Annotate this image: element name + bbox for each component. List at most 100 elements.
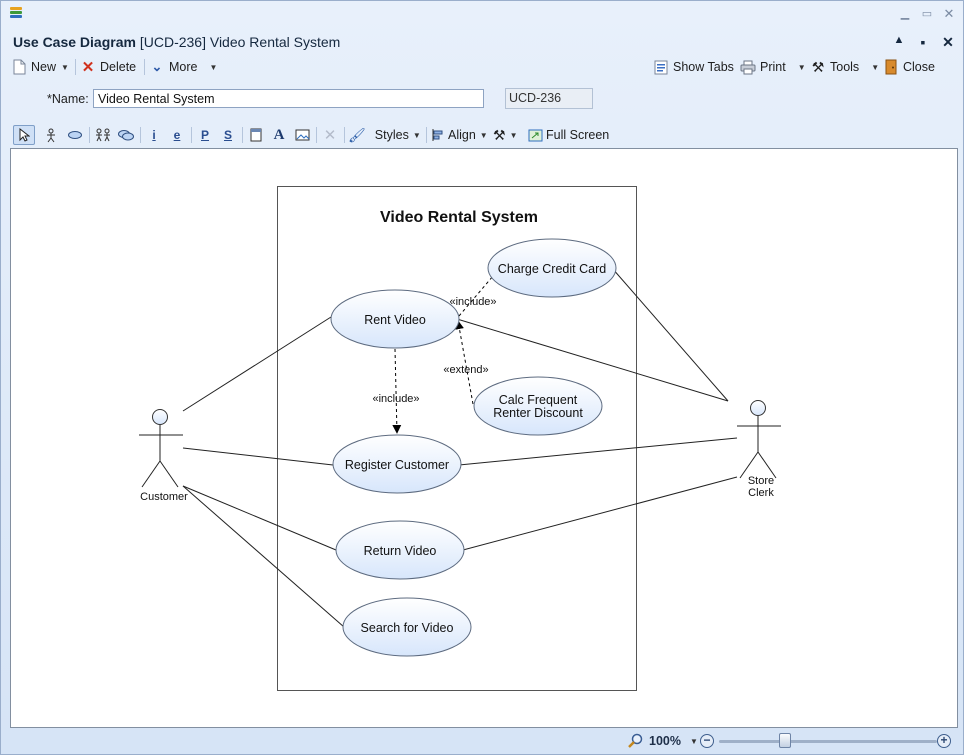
use-case-register-customer[interactable]: Register Customer	[332, 434, 462, 494]
use-case-return-video[interactable]: Return Video	[335, 520, 465, 580]
door-icon	[883, 59, 899, 75]
association-line[interactable]	[462, 476, 738, 551]
actor-body	[139, 425, 183, 488]
use-case-search-for-video[interactable]: Search for Video	[342, 597, 472, 657]
zoom-out-icon[interactable]: −	[700, 734, 714, 748]
show-tabs-icon	[653, 59, 669, 75]
use-case-label: Register Customer	[345, 458, 449, 472]
full-screen-button[interactable]: Full Screen	[528, 125, 609, 145]
extend-arrow[interactable]	[455, 320, 474, 405]
separator	[242, 127, 243, 143]
actor-head	[750, 400, 766, 416]
actor-generalization-tool[interactable]	[93, 125, 113, 145]
actor-tool[interactable]	[41, 125, 61, 145]
association-line[interactable]	[458, 437, 738, 466]
delete-shape-tool[interactable]: ✕	[320, 125, 340, 145]
brush-icon: 🖌	[348, 126, 366, 143]
delete-button[interactable]: ✕ Delete	[80, 57, 136, 77]
note-tool[interactable]	[246, 125, 266, 145]
extend-tool[interactable]: e	[167, 125, 187, 145]
tools-button[interactable]: ⚒ Tools▼	[810, 57, 879, 77]
use-case-shape	[487, 238, 617, 298]
use-case-label-line1: Calc Frequent	[499, 393, 578, 407]
actor-store-clerk[interactable]: Store Clerk	[737, 400, 781, 500]
use-case-charge-credit-card[interactable]: Charge Credit Card	[487, 238, 617, 298]
zoom-slider-track[interactable]	[719, 740, 937, 743]
extend-icon: e	[173, 128, 181, 142]
use-case-shape	[473, 376, 603, 436]
use-case-diagram: Video Rental System «include» «extend» «…	[139, 186, 781, 691]
tools-label: Tools	[830, 60, 860, 74]
association-line[interactable]	[611, 267, 729, 402]
ellipse-icon	[68, 131, 82, 139]
zoom-slider-thumb[interactable]	[779, 733, 791, 748]
align-label: Align	[448, 128, 476, 142]
text-tool[interactable]: A	[269, 125, 289, 145]
use-case-rent-video[interactable]: Rent Video	[330, 289, 460, 349]
actors-icon	[96, 128, 110, 141]
align-button[interactable]: Align▼	[431, 125, 488, 145]
diagram-toolbar: i e P S A ✕ 🖌 Styles▼ Align▼ ⚒▼ Full Scr…	[11, 123, 955, 147]
include-arrow[interactable]	[458, 268, 500, 317]
separator	[426, 127, 427, 143]
zoom-in-icon[interactable]: +	[937, 734, 951, 748]
restore-icon[interactable]: ▪	[920, 34, 926, 50]
name-label: *Name:	[47, 92, 89, 106]
association-line[interactable]	[182, 485, 345, 628]
diagram-canvas[interactable]: Video Rental System «include» «extend» «…	[10, 148, 958, 728]
system-title: Video Rental System	[380, 209, 538, 226]
association-line[interactable]	[182, 485, 337, 551]
actor-label-line1: Store	[748, 475, 774, 487]
use-case-shape	[342, 597, 472, 657]
include-arrow[interactable]	[392, 348, 402, 434]
pointer-tool[interactable]	[13, 125, 35, 145]
close-window-icon[interactable]: ✕	[943, 6, 955, 21]
zoom-dropdown-icon[interactable]: ▼	[690, 737, 698, 746]
separator	[144, 59, 145, 75]
maximize-icon[interactable]: ▭	[921, 8, 933, 20]
title-bar: ▁ ▭ ✕	[1, 1, 963, 29]
full-screen-icon	[528, 129, 543, 141]
print-label: Print	[760, 60, 786, 74]
association-line[interactable]	[182, 447, 334, 466]
show-tabs-label: Show Tabs	[673, 60, 734, 74]
actor-customer[interactable]: Customer	[139, 409, 188, 504]
delete-x-icon: ✕	[81, 59, 95, 76]
close-label: Close	[903, 60, 935, 74]
image-tool[interactable]	[292, 125, 312, 145]
minimize-icon[interactable]: ▁	[900, 8, 910, 20]
use-case-tool[interactable]	[65, 125, 85, 145]
separator	[191, 127, 192, 143]
include-tool[interactable]: i	[144, 125, 164, 145]
close-button[interactable]: Close	[883, 57, 935, 77]
separator	[75, 59, 76, 75]
collapse-up-icon[interactable]: ▲	[893, 34, 905, 46]
subsystem-icon: S	[223, 128, 232, 142]
package-tool[interactable]: P	[195, 125, 215, 145]
pointer-icon	[19, 128, 30, 142]
association-line[interactable]	[456, 318, 729, 402]
name-input[interactable]	[93, 89, 484, 108]
full-screen-label: Full Screen	[546, 128, 610, 142]
subsystem-tool[interactable]: S	[218, 125, 238, 145]
print-button[interactable]: Print▼	[740, 57, 806, 77]
associations	[182, 267, 738, 628]
more-button[interactable]: ⌄ More▼	[149, 57, 218, 77]
ellipses-icon	[118, 130, 134, 141]
use-case-generalization-tool[interactable]	[116, 125, 136, 145]
tools-icon: ⚒	[493, 126, 506, 143]
association-line[interactable]	[182, 316, 332, 412]
new-button[interactable]: New▼	[11, 57, 69, 77]
zoom-magnifier-icon[interactable]	[627, 733, 643, 749]
delete-label: Delete	[100, 60, 137, 74]
dropdown-caret-icon: ▼	[871, 62, 880, 72]
new-document-icon	[11, 59, 27, 75]
use-case-calc-frequent-renter-discount[interactable]: Calc Frequent Renter Discount	[473, 376, 603, 436]
styles-label: Styles	[374, 128, 409, 142]
close-document-icon[interactable]: ✕	[942, 34, 954, 50]
dropdown-caret-icon: ▼	[61, 62, 69, 72]
show-tabs-button[interactable]: Show Tabs	[653, 57, 734, 77]
styles-button[interactable]: 🖌 Styles▼	[348, 125, 421, 145]
actor-head	[152, 409, 168, 425]
layout-tools-button[interactable]: ⚒▼	[493, 125, 517, 145]
